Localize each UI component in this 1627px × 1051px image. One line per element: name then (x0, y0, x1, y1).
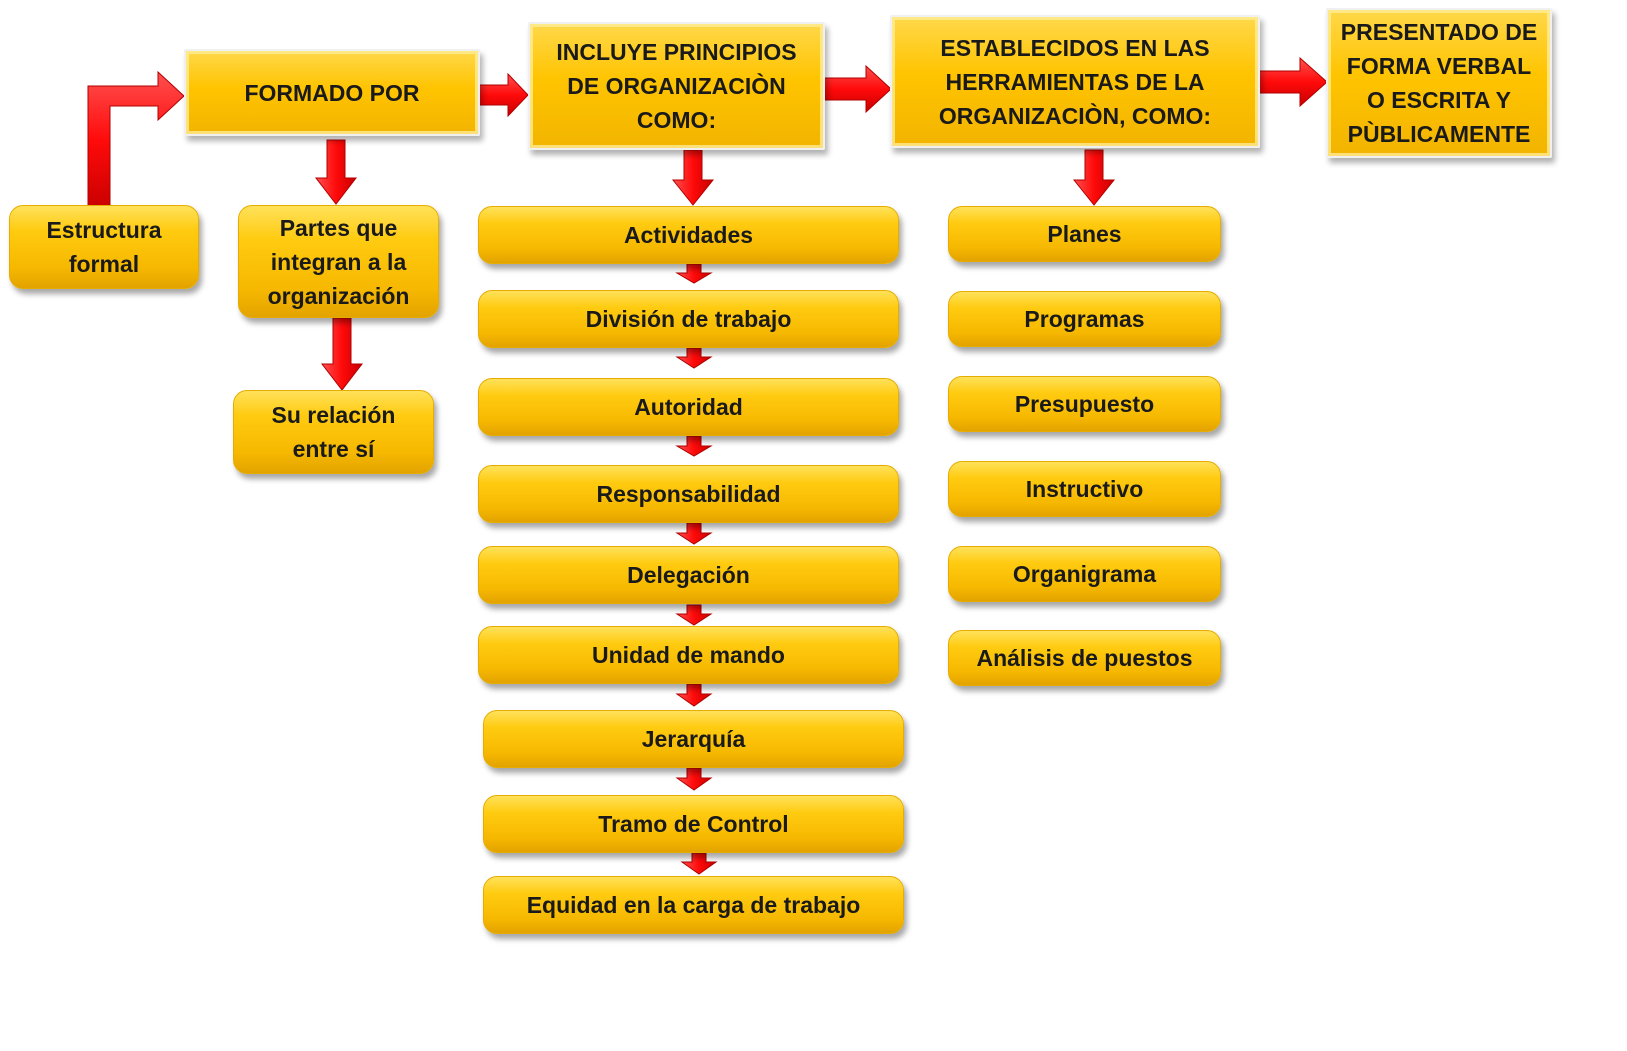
node-establecidos-herramientas: ESTABLECIDOS EN LAS HERRAMIENTAS DE LA O… (890, 15, 1260, 148)
node-presentado: PRESENTADO DE FORMA VERBAL O ESCRITA Y P… (1326, 8, 1552, 158)
principio-jerarquia: Jerarquía (483, 710, 904, 768)
principio-tramo-de-control: Tramo de Control (483, 795, 904, 853)
herramienta-planes: Planes (948, 206, 1221, 262)
arrow-formado-to-incluye (477, 72, 529, 118)
herramienta-presupuesto: Presupuesto (948, 376, 1221, 432)
herramienta-organigrama: Organigrama (948, 546, 1221, 602)
node-partes-que-integran: Partes que integran a la organización (238, 205, 439, 318)
small-arrow-4 (675, 522, 713, 545)
principio-autoridad: Autoridad (478, 378, 899, 436)
principio-equidad: Equidad en la carga de trabajo (483, 876, 904, 934)
small-arrow-8 (680, 852, 718, 875)
principio-responsabilidad: Responsabilidad (478, 465, 899, 523)
node-incluye-principios: INCLUYE PRINCIPIOS DE ORGANIZACIÒN COMO: (528, 22, 825, 150)
small-arrow-7 (675, 767, 713, 791)
small-arrow-1 (675, 263, 713, 284)
arrow-establecidos-to-planes (1072, 149, 1116, 206)
principio-actividades: Actividades (478, 206, 899, 264)
principio-division-de-trabajo: División de trabajo (478, 290, 899, 348)
bent-arrow-estructura-to-formado (87, 70, 185, 211)
arrow-formado-to-partes (314, 139, 358, 205)
herramienta-analisis-de-puestos: Análisis de puestos (948, 630, 1221, 686)
small-arrow-6 (675, 683, 713, 707)
arrow-partes-to-relacion (320, 317, 364, 391)
small-arrow-5 (675, 604, 713, 626)
arrow-incluye-to-actividades (671, 149, 715, 206)
node-su-relacion: Su relación entre sí (233, 390, 434, 474)
principios-small-arrows (675, 263, 718, 875)
herramienta-programas: Programas (948, 291, 1221, 347)
node-estructura-formal: Estructura formal (9, 205, 199, 289)
arrow-incluye-to-establecidos (823, 64, 892, 114)
small-arrow-3 (675, 435, 713, 457)
principio-delegacion: Delegación (478, 546, 899, 604)
principio-unidad-de-mando: Unidad de mando (478, 626, 899, 684)
node-formado-por: FORMADO POR (184, 49, 480, 136)
herramienta-instructivo: Instructivo (948, 461, 1221, 517)
small-arrow-2 (675, 347, 713, 369)
arrow-establecidos-to-presentado (1258, 56, 1328, 108)
